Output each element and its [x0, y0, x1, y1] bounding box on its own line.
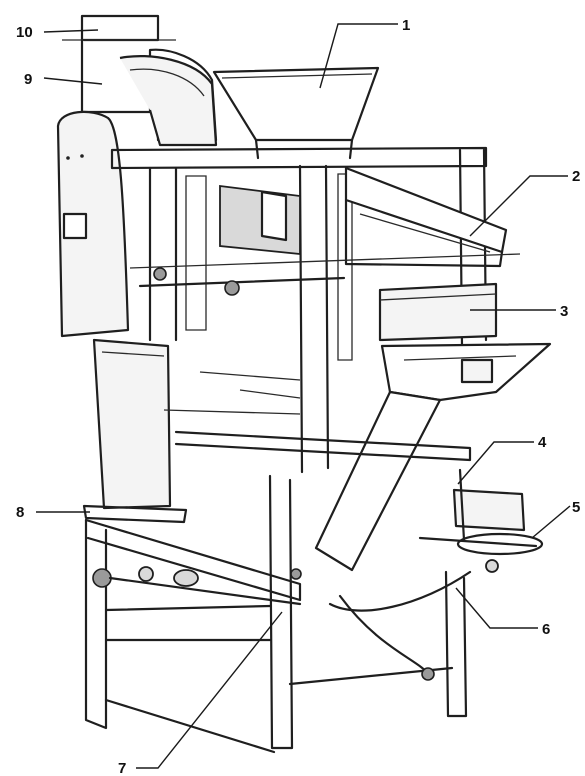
callout-10: 10 [16, 24, 33, 41]
callout-7: 7 [118, 760, 126, 776]
leader-2 [469, 175, 568, 237]
discharge-chute [314, 342, 552, 572]
vibrator-mechanism [290, 468, 544, 681]
leader-4 [457, 441, 534, 485]
drive-shaft [138, 267, 346, 296]
callout-6: 6 [542, 621, 550, 638]
lower-frame [84, 371, 472, 754]
machine-drawing [56, 14, 552, 754]
callout-2: 2 [572, 168, 580, 185]
callout-8: 8 [16, 504, 24, 521]
callout-labels: 1 2 3 4 5 6 7 8 9 10 [16, 17, 580, 776]
callout-3: 3 [560, 303, 568, 320]
leader-5 [531, 505, 571, 539]
leader-1 [319, 23, 398, 89]
motor-assembly [92, 566, 302, 606]
leader-10 [43, 29, 99, 33]
feed-hopper [212, 66, 380, 160]
drawer [378, 282, 498, 342]
left-outlet [82, 338, 188, 524]
callout-5: 5 [572, 499, 580, 516]
callout-9: 9 [24, 71, 32, 88]
leader-6 [455, 587, 538, 629]
callout-4: 4 [538, 434, 547, 451]
callout-1: 1 [402, 17, 410, 34]
leader-7 [136, 611, 283, 769]
leader-9 [43, 77, 103, 85]
sieve-box [129, 166, 521, 269]
side-cover [56, 110, 130, 338]
cyclone-fan [62, 14, 218, 147]
leader-lines [36, 23, 571, 769]
